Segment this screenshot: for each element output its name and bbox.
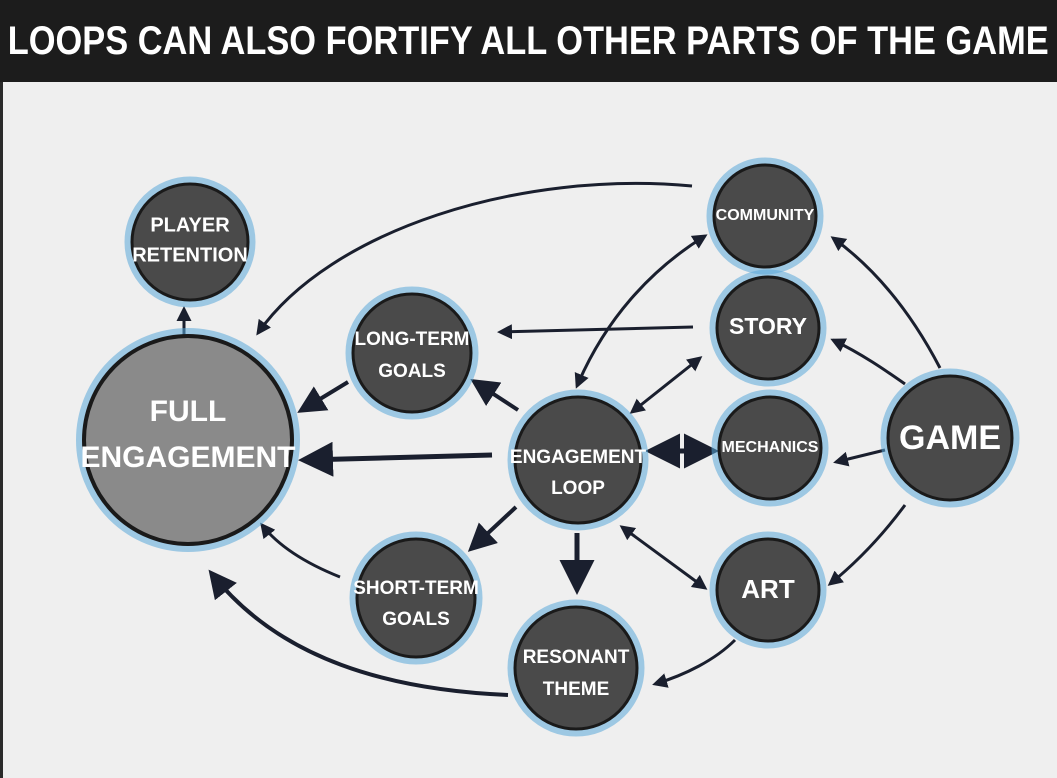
arrow-resonant-theme-to-full-engagement — [208, 569, 509, 697]
arrow-game-to-art — [827, 504, 907, 586]
node-story-label: STORY — [729, 313, 807, 339]
node-short-term-goals-line2: GOALS — [382, 609, 450, 630]
node-game-label: GAME — [899, 419, 1001, 457]
arrow-story-to-long-term-goals — [497, 324, 694, 340]
node-short-term-goals: SHORT-TERM GOALS — [349, 531, 483, 665]
arrow-community-to-full-engagement — [256, 182, 693, 336]
arrow-engagement-loop-to-long-term-goals — [470, 378, 520, 412]
arrow-game-to-community — [830, 236, 942, 369]
node-full-engagement-line1: FULL — [150, 395, 227, 428]
node-player-retention-line1: PLAYER — [150, 214, 230, 236]
arrow-game-to-mechanics — [833, 448, 886, 467]
node-player-retention-line2: RETENTION — [132, 244, 248, 266]
node-engagement-loop-line1: ENGAGEMENT — [510, 447, 647, 468]
node-long-term-goals: LONG-TERM GOALS — [345, 286, 479, 420]
arrow-engagement-loop-to-art — [619, 525, 708, 590]
arrow-engagement-loop-to-story — [629, 356, 703, 414]
node-long-term-goals-line2: GOALS — [378, 361, 446, 382]
node-full-engagement-line2: ENGAGEMENT — [80, 441, 295, 474]
arrow-game-to-story — [830, 338, 906, 386]
arrow-engagement-loop-to-full-engagement — [298, 441, 493, 477]
node-resonant-theme: RESONANT THEME — [507, 599, 645, 737]
arrow-art-to-resonant-theme — [652, 638, 737, 688]
title-bar: LOOPS CAN ALSO FORTIFY ALL OTHER PARTS O… — [0, 0, 1057, 82]
node-engagement-loop-line2: LOOP — [551, 478, 605, 499]
node-long-term-goals-line1: LONG-TERM — [354, 329, 469, 350]
left-edge-strip — [0, 82, 3, 778]
node-community: COMMUNITY — [706, 157, 824, 275]
node-mechanics-label: MECHANICS — [722, 439, 819, 456]
node-resonant-theme-line2: THEME — [543, 679, 610, 700]
nodes-group: PLAYER RETENTION FULL ENGAGEMENT LONG-TE… — [76, 157, 1020, 737]
node-game: GAME — [880, 368, 1020, 508]
node-player-retention: PLAYER RETENTION — [124, 176, 256, 308]
node-short-term-goals-line1: SHORT-TERM — [353, 578, 479, 599]
arrow-long-term-goals-to-full-engagement — [297, 380, 350, 413]
node-mechanics: MECHANICS — [711, 389, 829, 507]
node-resonant-theme-line1: RESONANT — [523, 647, 630, 668]
node-engagement-loop: ENGAGEMENT LOOP — [507, 389, 649, 531]
node-story: STORY — [709, 269, 827, 387]
node-art: ART — [709, 531, 827, 649]
arrows-group — [176, 182, 942, 697]
node-art-label: ART — [741, 574, 795, 604]
arrow-short-term-goals-to-full-engagement — [260, 522, 341, 579]
arrow-engagement-loop-to-community — [574, 234, 708, 389]
slide-title: LOOPS CAN ALSO FORTIFY ALL OTHER PARTS O… — [8, 18, 1049, 63]
node-full-engagement: FULL ENGAGEMENT — [76, 328, 300, 552]
node-community-label: COMMUNITY — [716, 207, 815, 224]
arrow-engagement-loop-to-short-term-goals — [467, 505, 518, 552]
